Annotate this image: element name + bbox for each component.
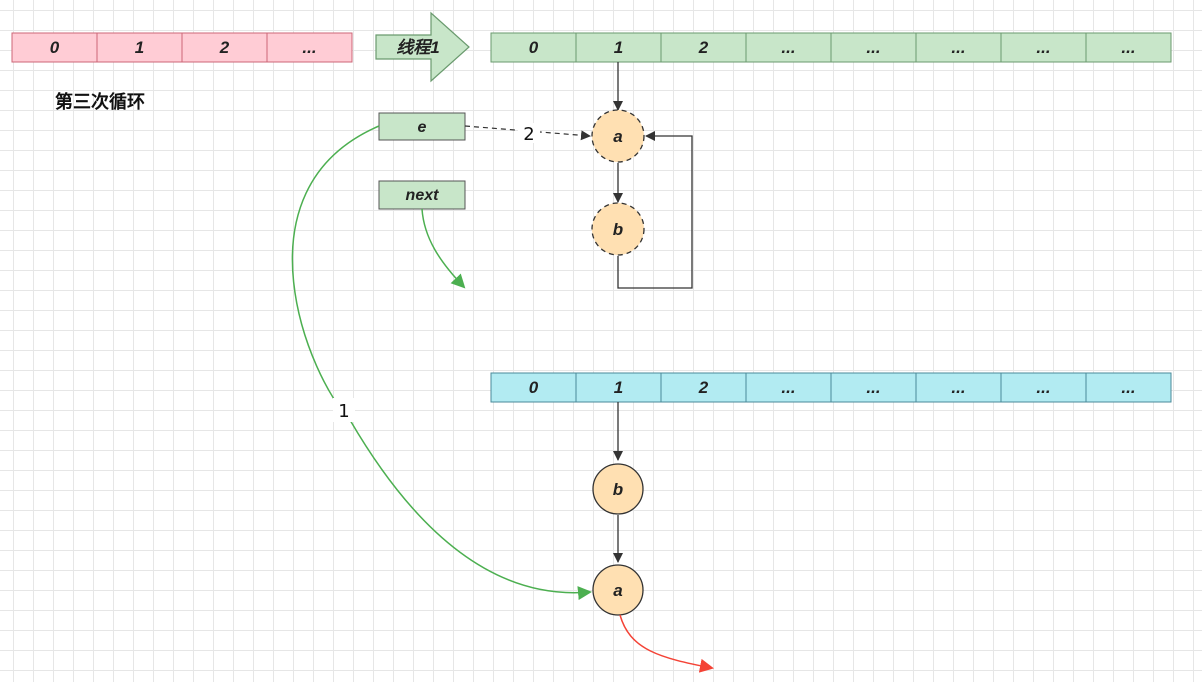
new-a-next-red-arrow [619, 614, 714, 673]
pointer-e-box [378, 112, 466, 141]
old-table-cell-2 [181, 32, 268, 63]
thread-node-b-label: b [613, 220, 623, 239]
new-table-label-2: 2 [698, 378, 709, 397]
old-table: 0 1 2 ... [11, 32, 353, 63]
old-table-cell-1 [96, 32, 183, 63]
thread-table-cell-5 [915, 32, 1002, 63]
old-table-label-2: 2 [219, 38, 230, 57]
old-table-cell-0 [11, 32, 98, 63]
page-title: 第三次循环 [55, 92, 145, 113]
thread-node-b-circle [591, 202, 645, 256]
thread-table-label-1: 1 [614, 38, 623, 57]
thread-node-a-label: a [613, 127, 622, 146]
new-node-b-circle [592, 463, 644, 515]
new-table-cell-4 [830, 372, 917, 403]
new-table-label-6: ... [1036, 378, 1050, 397]
pointer-next-label: next [406, 187, 440, 204]
pointer-next-box [378, 180, 466, 210]
old-table-cell-3 [266, 32, 353, 63]
old-table-label-0: 0 [50, 38, 60, 57]
thread-table-cell-6 [1000, 32, 1087, 63]
thread-table-label-2: 2 [698, 38, 709, 57]
new-table-cell-0 [490, 372, 577, 403]
thread-node-a-circle [591, 109, 645, 163]
thread-arrow-label: 线程1 [396, 38, 439, 57]
next-green-arrow [421, 208, 466, 289]
edge-label-2: 2 [523, 124, 534, 145]
new-node-b-label: b [613, 480, 623, 499]
new-table-cell-5 [915, 372, 1002, 403]
new-table-label-4: ... [866, 378, 880, 397]
new-table-label-1: 1 [614, 378, 623, 397]
thread-table-label-4: ... [866, 38, 880, 57]
pointer-e-label: e [418, 119, 427, 136]
thread-arrow: 线程1 [375, 11, 470, 83]
thread-table-label-5: ... [951, 38, 965, 57]
new-table: 0 1 2 ... ... ... ... ... [490, 372, 1172, 403]
new-node-a-circle [592, 564, 644, 616]
e-to-a-dashed-arrow [464, 125, 591, 141]
thread-table-cell-3 [745, 32, 832, 63]
new-table-label-5: ... [951, 378, 965, 397]
new-table-cell-7 [1085, 372, 1172, 403]
thread-table-label-6: ... [1036, 38, 1050, 57]
pointer-next: next [378, 180, 466, 210]
edge-label-1-bg [333, 398, 355, 422]
old-table-label-3: ... [302, 38, 316, 57]
new-table-cell-3 [745, 372, 832, 403]
thread-table-cell-2 [660, 32, 747, 63]
thread-node-b: b [591, 202, 645, 256]
new-table-cell-2 [660, 372, 747, 403]
new-node-a: a [592, 564, 644, 616]
edge-label-2-bg [518, 123, 540, 143]
edge-label-1: 1 [338, 401, 349, 422]
new-table-label-0: 0 [529, 378, 539, 397]
thread-table-cell-7 [1085, 32, 1172, 63]
new-table-label-3: ... [781, 378, 795, 397]
new-table-label-7: ... [1121, 378, 1135, 397]
thread-b-to-a-loop-arrow [617, 131, 693, 289]
thread-arrow-shape [375, 11, 470, 83]
thread-table-cell-4 [830, 32, 917, 63]
new-table-cell-6 [1000, 372, 1087, 403]
thread-table: 0 1 2 ... ... ... ... ... [490, 32, 1172, 63]
old-table-label-1: 1 [135, 38, 144, 57]
new-node-a-label: a [613, 581, 622, 600]
pointer-e: e [378, 112, 466, 141]
thread-node-a: a [591, 109, 645, 163]
thread-table-label-0: 0 [529, 38, 539, 57]
new-node-b: b [592, 463, 644, 515]
thread-table-label-3: ... [781, 38, 795, 57]
thread-table-label-7: ... [1121, 38, 1135, 57]
thread-table-cell-1 [575, 32, 662, 63]
